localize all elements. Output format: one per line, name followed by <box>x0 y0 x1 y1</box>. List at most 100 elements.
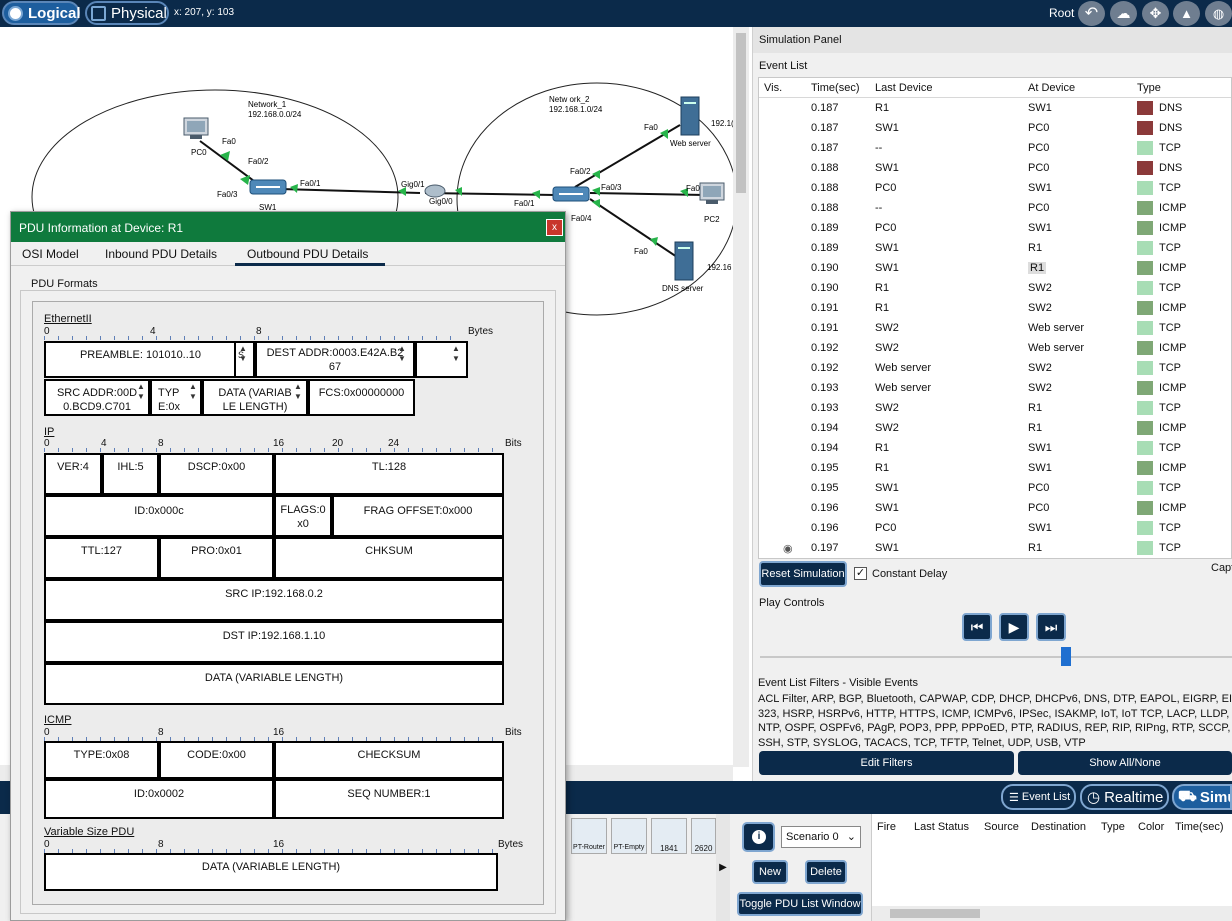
event-list-toggle[interactable]: ☰Event List <box>1001 784 1076 810</box>
ip-src-field: SRC IP:192.168.0.2 <box>44 579 504 621</box>
event-time: 0.191 <box>811 322 839 334</box>
toggle-pdu-list-button[interactable]: Toggle PDU List Window <box>737 892 863 916</box>
ruler-tick <box>226 849 227 853</box>
logical-view-button[interactable]: Logical <box>2 1 81 25</box>
ruler-tick <box>478 737 479 741</box>
move-icon[interactable]: ✥ <box>1142 1 1169 26</box>
event-time: 0.189 <box>811 242 839 254</box>
pdu-list-table[interactable]: Fire Last Status Source Destination Type… <box>871 814 1232 921</box>
physical-view-button[interactable]: Physical <box>85 1 169 25</box>
event-time: 0.188 <box>811 162 839 174</box>
delete-scenario-button[interactable]: Delete <box>805 860 847 884</box>
event-last: -- <box>875 142 883 154</box>
close-icon[interactable]: x <box>546 219 563 236</box>
event-color-swatch <box>1137 261 1153 275</box>
event-at: PC0 <box>1028 142 1050 154</box>
data-spinner-icon[interactable]: ▲▼ <box>294 382 302 401</box>
info-button[interactable]: i <box>742 822 775 852</box>
tab-outbound-pdu[interactable]: Outbound PDU Details <box>235 247 385 266</box>
speed-slider-thumb[interactable] <box>1061 647 1071 666</box>
event-time: 0.187 <box>811 142 839 154</box>
cloud-icon[interactable]: ☁ <box>1110 1 1137 26</box>
ruler-tick <box>394 737 395 741</box>
event-type: TCP <box>1159 522 1181 534</box>
ruler-tick <box>44 336 45 340</box>
image-icon[interactable]: ▲ <box>1173 1 1200 26</box>
ruler-tick <box>44 448 45 452</box>
event-type: ICMP <box>1159 342 1187 354</box>
edit-filters-button[interactable]: Edit Filters <box>759 751 1014 775</box>
device-pt-empty[interactable]: PT-Empty <box>611 818 647 854</box>
ruler-tick <box>380 737 381 741</box>
ruler-tick <box>338 336 339 340</box>
type-spinner-icon[interactable]: ▲▼ <box>189 382 197 401</box>
event-color-swatch <box>1137 281 1153 295</box>
pdu-list-scrollbar[interactable] <box>872 906 1232 921</box>
event-time: 0.191 <box>811 302 839 314</box>
dest-spinner-icon[interactable]: ▲▼ <box>398 344 406 363</box>
event-last: R1 <box>875 282 890 294</box>
play-button[interactable]: ▶ <box>999 613 1029 641</box>
reset-simulation-button[interactable]: Reset Simulation <box>759 561 847 587</box>
ruler-tick <box>436 336 437 340</box>
ruler-tick <box>338 448 339 452</box>
scenario-select[interactable]: Scenario 0⌄ <box>781 826 861 848</box>
back-icon[interactable]: ↶ <box>1078 1 1105 26</box>
sfd-spinner-icon[interactable]: ▲▼ <box>239 344 247 363</box>
forward-step-button[interactable]: ⏭ <box>1036 613 1066 641</box>
constant-delay-checkbox[interactable]: ✓ <box>854 567 867 580</box>
event-time: 0.192 <box>811 342 839 354</box>
back-step-button[interactable]: ⏮ <box>962 613 992 641</box>
expand-arrow-icon[interactable]: ▶ <box>716 814 730 921</box>
dialog-tabs: OSI Model Inbound PDU Details Outbound P… <box>11 242 565 266</box>
event-last: -- <box>875 202 883 214</box>
ruler-tick <box>240 336 241 340</box>
device-2620[interactable]: 2620 <box>691 818 716 854</box>
ruler-tick <box>324 737 325 741</box>
device-pt-router[interactable]: PT-Router <box>571 818 607 854</box>
event-list-table[interactable]: Vis. Time(sec) Last Device At Device Typ… <box>758 77 1232 559</box>
ruler-tick <box>310 336 311 340</box>
ruler-tick <box>170 448 171 452</box>
show-all-none-button[interactable]: Show All/None <box>1018 751 1232 775</box>
tab-inbound-pdu[interactable]: Inbound PDU Details <box>105 247 218 261</box>
speed-slider-track[interactable] <box>760 656 1232 658</box>
device-1841[interactable]: 1841 <box>651 818 687 854</box>
tab-osi-model[interactable]: OSI Model <box>22 247 79 261</box>
simulation-mode-button[interactable]: ⛟Simu <box>1172 784 1232 810</box>
svg-text:Gig0/0: Gig0/0 <box>429 197 453 206</box>
viewport-icon[interactable]: ◍ <box>1205 1 1232 26</box>
src-spinner-icon[interactable]: ▲▼ <box>137 382 145 401</box>
realtime-mode-button[interactable]: ◷Realtime <box>1080 784 1169 810</box>
canvas-vertical-scrollbar[interactable] <box>733 27 749 767</box>
blank-spinner-icon[interactable]: ▲▼ <box>452 344 460 363</box>
event-at: SW2 <box>1028 282 1052 294</box>
ruler-tick <box>128 737 129 741</box>
event-time: 0.193 <box>811 402 839 414</box>
network1-subnet: 192.168.0.0/24 <box>248 110 302 119</box>
new-scenario-button[interactable]: New <box>752 860 788 884</box>
